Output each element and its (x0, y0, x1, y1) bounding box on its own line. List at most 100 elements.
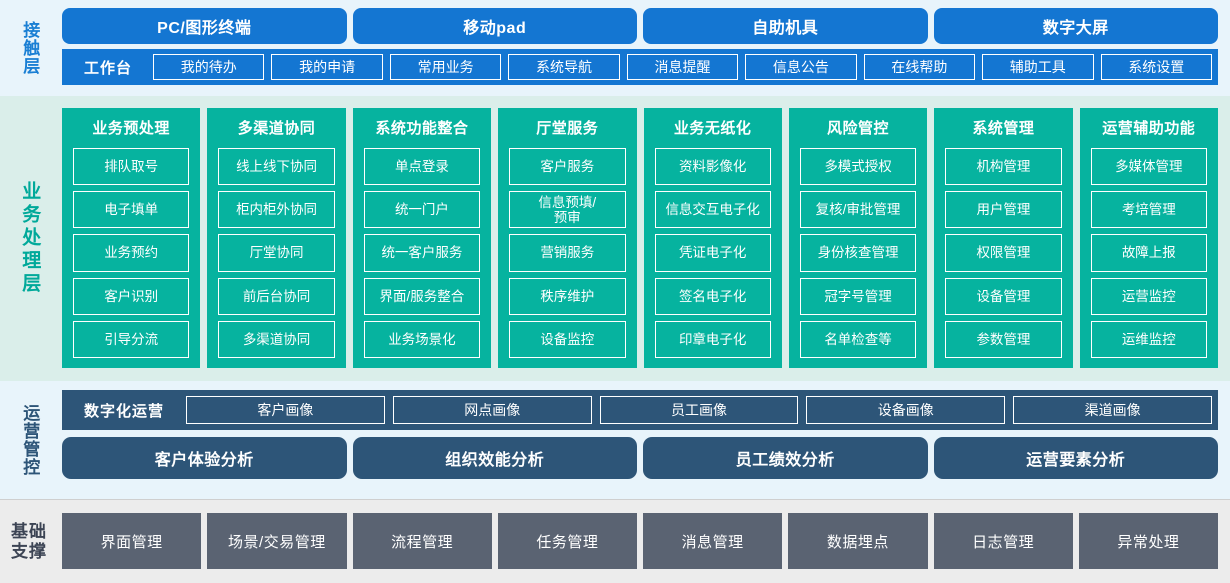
portrait-item-device[interactable]: 设备画像 (806, 396, 1006, 424)
workbench-item-my-application[interactable]: 我的申请 (271, 54, 383, 80)
biz-item[interactable]: 厅堂协同 (218, 234, 335, 272)
biz-item[interactable]: 凭证电子化 (654, 234, 771, 272)
biz-col-title: 系统管理 (972, 120, 1035, 137)
contact-layer-label: 接触层 (20, 21, 40, 75)
foundation-item-scenario-transaction-management[interactable]: 场景/交易管理 (207, 513, 347, 569)
channel-box-pc[interactable]: PC/图形终端 (62, 8, 347, 44)
biz-item[interactable]: 秩序维护 (509, 277, 626, 315)
biz-item[interactable]: 多模式授权 (799, 148, 917, 186)
foundation-support-layer-label: 基础 支撑 (0, 500, 58, 583)
biz-item[interactable]: 设备管理 (945, 277, 1062, 315)
biz-item[interactable]: 运营监控 (1090, 277, 1207, 315)
workbench-item-message-reminder[interactable]: 消息提醒 (626, 54, 739, 80)
contact-layer-body: PC/图形终端 移动pad 自助机具 数字大屏 工作台 我的待办 我的申请 常用… (58, 0, 1230, 96)
biz-col-title: 风险管控 (827, 120, 890, 137)
foundation-support-layer-body: 界面管理 场景/交易管理 流程管理 任务管理 消息管理 数据埋点 日志管理 异常… (58, 500, 1230, 583)
biz-item[interactable]: 签名电子化 (654, 277, 771, 315)
biz-item[interactable]: 考培管理 (1090, 191, 1207, 229)
biz-item[interactable]: 线上线下协同 (218, 148, 335, 186)
biz-item[interactable]: 多渠道协同 (218, 320, 335, 359)
biz-col-title: 业务无纸化 (673, 120, 752, 137)
workbench-item-online-help[interactable]: 在线帮助 (863, 54, 976, 80)
analysis-row: 客户体验分析 组织效能分析 员工绩效分析 运营要素分析 (62, 437, 1218, 479)
workbench-item-information-bulletin[interactable]: 信息公告 (745, 54, 857, 80)
biz-item[interactable]: 统一门户 (363, 191, 481, 229)
foundation-item-exception-handling[interactable]: 异常处理 (1078, 513, 1218, 569)
analysis-box-customer-experience[interactable]: 客户体验分析 (62, 437, 347, 479)
biz-item[interactable]: 运维监控 (1090, 320, 1207, 359)
biz-item[interactable]: 电子填单 (73, 191, 190, 229)
biz-item[interactable]: 冠字号管理 (799, 277, 917, 315)
foundation-support-layer: 基础 支撑 界面管理 场景/交易管理 流程管理 任务管理 消息管理 数据埋点 日… (0, 499, 1230, 583)
biz-column-system-function-integration: 系统功能整合 单点登录 统一门户 统一客户服务 界面/服务整合 业务场景化 (352, 108, 492, 368)
biz-item[interactable]: 机构管理 (945, 148, 1062, 186)
business-layer-body: 业务预处理 排队取号 电子填单 业务预约 客户识别 引导分流 多渠道协同 线上线… (58, 96, 1230, 381)
workbench-title: 工作台 (84, 59, 133, 77)
biz-col-title: 系统功能整合 (375, 120, 469, 137)
biz-item[interactable]: 参数管理 (945, 320, 1062, 359)
foundation-item-interface-management[interactable]: 界面管理 (62, 513, 202, 569)
biz-item[interactable]: 用户管理 (945, 191, 1062, 229)
biz-item[interactable]: 营销服务 (509, 234, 626, 272)
biz-column-operation-support-functions: 运营辅助功能 多媒体管理 考培管理 故障上报 运营监控 运维监控 (1079, 108, 1218, 368)
biz-item[interactable]: 多媒体管理 (1090, 148, 1207, 186)
foundation-item-task-management[interactable]: 任务管理 (497, 513, 637, 569)
workbench-item-system-navigation[interactable]: 系统导航 (508, 54, 620, 80)
operations-control-layer: 运营管控 数字化运营 客户画像 网点画像 员工画像 设备画像 渠道画像 客户体验… (0, 381, 1230, 499)
biz-column-paperless-business: 业务无纸化 资料影像化 信息交互电子化 凭证电子化 签名电子化 印章电子化 (643, 108, 782, 368)
business-layer: 业务处理层 业务预处理 排队取号 电子填单 业务预约 客户识别 引导分流 多渠道… (0, 96, 1230, 381)
operations-control-layer-body: 数字化运营 客户画像 网点画像 员工画像 设备画像 渠道画像 客户体验分析 组织… (58, 381, 1230, 499)
biz-item[interactable]: 客户识别 (73, 277, 190, 315)
workbench-item-my-todo[interactable]: 我的待办 (153, 54, 265, 80)
contact-layer: 接触层 PC/图形终端 移动pad 自助机具 数字大屏 工作台 我的待办 我的申… (0, 0, 1230, 96)
channel-box-digital-screen[interactable]: 数字大屏 (933, 8, 1218, 44)
workbench-bar: 工作台 我的待办 我的申请 常用业务 系统导航 消息提醒 信息公告 在线帮助 辅… (62, 49, 1218, 85)
portrait-item-branch[interactable]: 网点画像 (392, 396, 592, 424)
foundation-item-data-tracking[interactable]: 数据埋点 (788, 513, 928, 569)
biz-item[interactable]: 客户服务 (509, 148, 626, 186)
foundation-item-process-management[interactable]: 流程管理 (352, 513, 492, 569)
channel-box-mobile-pad[interactable]: 移动pad (352, 8, 637, 44)
analysis-box-organizational-efficiency[interactable]: 组织效能分析 (352, 437, 637, 479)
operations-control-layer-label: 运营管控 (20, 404, 40, 476)
biz-item[interactable]: 统一客户服务 (363, 234, 481, 272)
workbench-item-common-business[interactable]: 常用业务 (389, 54, 502, 80)
biz-item[interactable]: 印章电子化 (654, 320, 771, 359)
biz-item[interactable]: 排队取号 (73, 148, 190, 186)
biz-item[interactable]: 单点登录 (363, 148, 481, 186)
biz-item[interactable]: 设备监控 (509, 320, 626, 359)
channel-box-self-service[interactable]: 自助机具 (643, 8, 928, 44)
analysis-box-employee-performance[interactable]: 员工绩效分析 (643, 437, 928, 479)
foundation-item-message-management[interactable]: 消息管理 (643, 513, 783, 569)
portrait-item-channel[interactable]: 渠道画像 (1013, 396, 1212, 424)
biz-item[interactable]: 前后台协同 (218, 277, 335, 315)
biz-item[interactable]: 信息预填/ 预审 (509, 191, 626, 229)
channel-row: PC/图形终端 移动pad 自助机具 数字大屏 (62, 8, 1218, 44)
biz-col-title: 多渠道协同 (237, 120, 316, 137)
biz-item[interactable]: 引导分流 (73, 320, 190, 359)
foundation-label-line2: 支撑 (11, 541, 47, 561)
biz-item[interactable]: 名单检查等 (799, 320, 917, 359)
biz-item[interactable]: 业务预约 (73, 234, 190, 272)
analysis-box-operation-elements[interactable]: 运营要素分析 (933, 437, 1218, 479)
digital-operations-bar: 数字化运营 客户画像 网点画像 员工画像 设备画像 渠道画像 (62, 390, 1218, 430)
workbench-item-auxiliary-tools[interactable]: 辅助工具 (982, 54, 1094, 80)
biz-item[interactable]: 权限管理 (945, 234, 1062, 272)
biz-item[interactable]: 故障上报 (1090, 234, 1207, 272)
foundation-label-line1: 基础 (11, 522, 47, 542)
biz-column-preprocessing: 业务预处理 排队取号 电子填单 业务预约 客户识别 引导分流 (62, 108, 201, 368)
biz-item[interactable]: 界面/服务整合 (363, 277, 481, 315)
portrait-item-customer[interactable]: 客户画像 (186, 396, 385, 424)
biz-item[interactable]: 柜内柜外协同 (218, 191, 335, 229)
biz-item[interactable]: 资料影像化 (654, 148, 771, 186)
workbench-item-system-settings[interactable]: 系统设置 (1100, 54, 1212, 80)
biz-item[interactable]: 信息交互电子化 (654, 191, 771, 229)
biz-col-title: 运营辅助功能 (1102, 120, 1196, 137)
biz-item[interactable]: 复核/审批管理 (799, 191, 917, 229)
foundation-item-log-management[interactable]: 日志管理 (933, 513, 1073, 569)
biz-column-lobby-service: 厅堂服务 客户服务 信息预填/ 预审 营销服务 秩序维护 设备监控 (498, 108, 637, 368)
portrait-item-employee[interactable]: 员工画像 (599, 396, 799, 424)
biz-item[interactable]: 身份核查管理 (799, 234, 917, 272)
biz-item[interactable]: 业务场景化 (363, 320, 481, 359)
